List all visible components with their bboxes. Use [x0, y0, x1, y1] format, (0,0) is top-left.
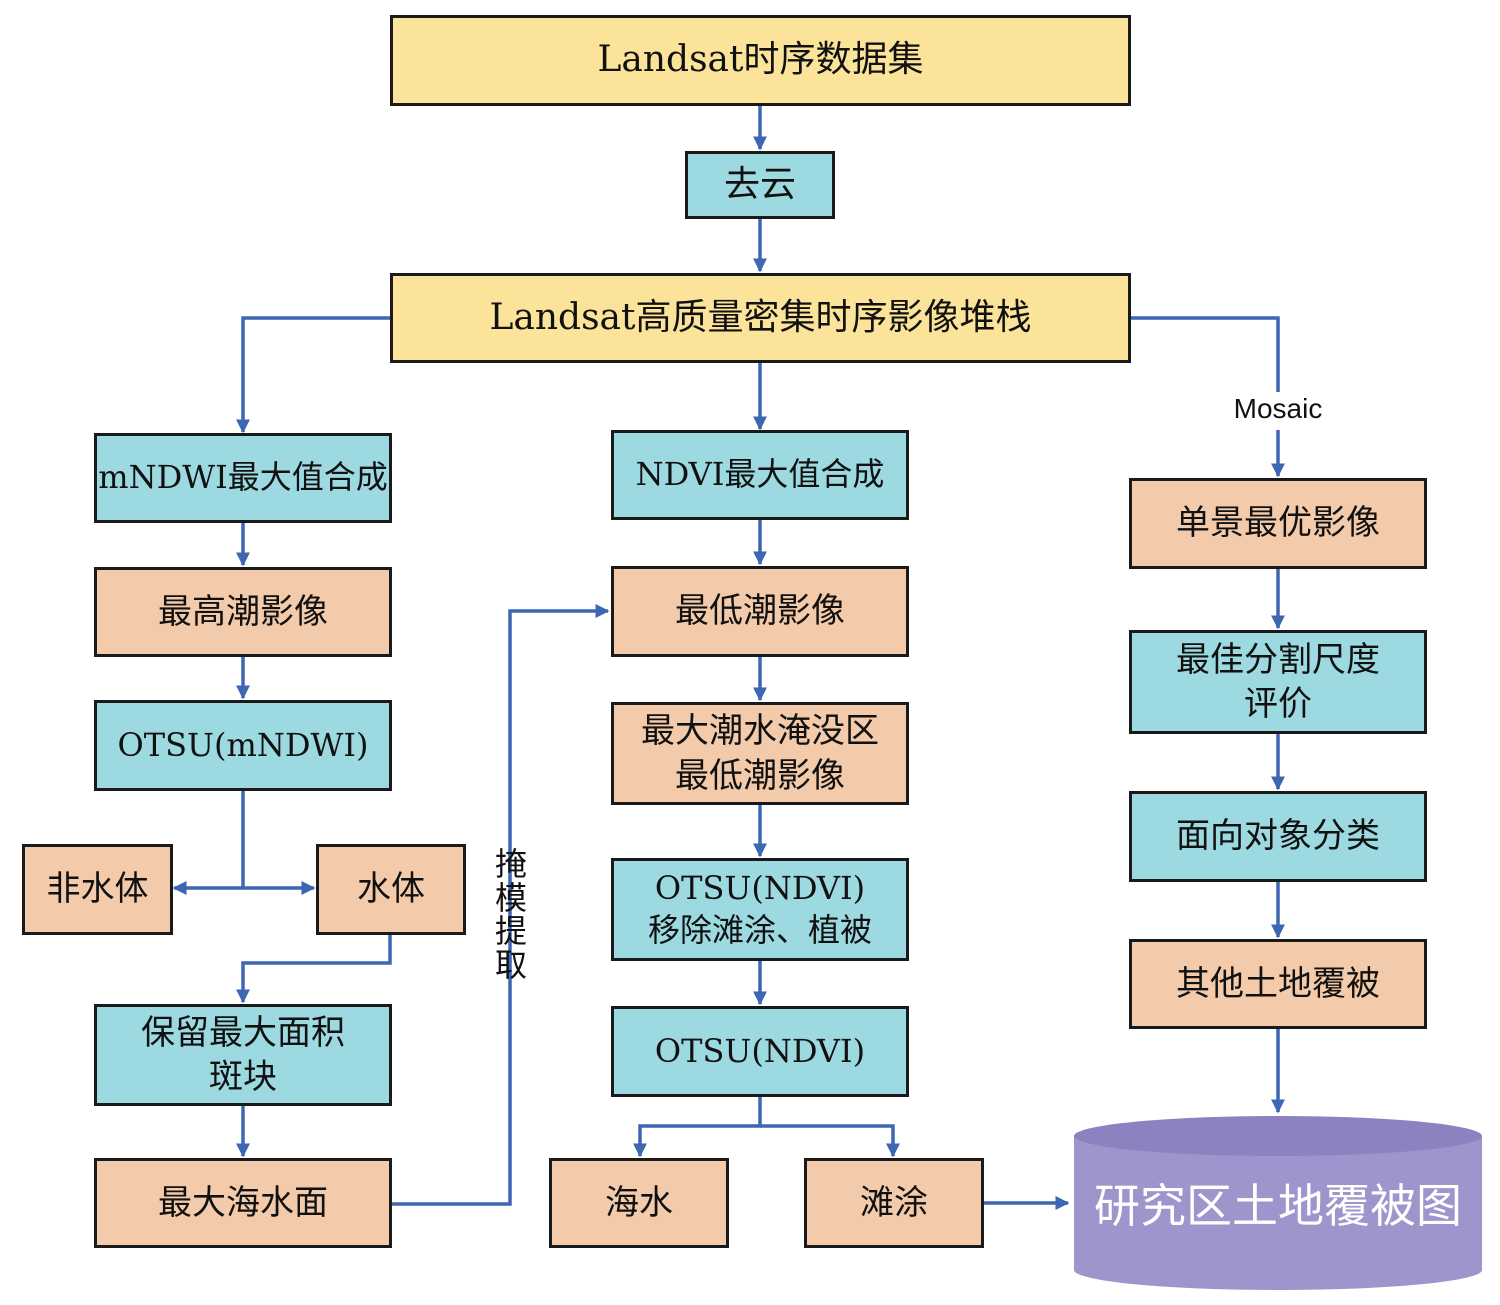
node-otsu-ndvi-remove: OTSU(NDVI) 移除滩涂、植被 [611, 858, 909, 961]
node-label: OTSU(mNDWI) [117, 725, 369, 764]
node-label: NDVI最大值合成 [635, 455, 885, 494]
node-label: 其他土地覆被 [1176, 963, 1380, 1004]
node-label-line2: 斑块 [209, 1057, 277, 1097]
node-label-line1: 保留最大面积 [141, 1012, 345, 1053]
node-seawater: 海水 [549, 1158, 729, 1248]
node-landsat-timeseries: Landsat时序数据集 [390, 15, 1131, 106]
node-low-tide: 最低潮影像 [611, 566, 909, 657]
node-study-area-landcover-map: 研究区土地覆被图 [1074, 1158, 1482, 1248]
node-ndvi-max: NDVI最大值合成 [611, 430, 909, 520]
node-otsu-mndwi: OTSU(mNDWI) [94, 700, 392, 791]
node-label-line2: 移除滩涂、植被 [647, 910, 872, 949]
node-best-single-image: 单景最优影像 [1129, 478, 1427, 569]
node-label: 水体 [357, 869, 425, 910]
node-label: 最高潮影像 [158, 591, 328, 632]
arrow-stack-to-best-single [1130, 316, 1280, 392]
node-non-water: 非水体 [22, 844, 173, 935]
node-label-line2: 最低潮影像 [675, 755, 845, 796]
node-segmentation-eval: 最佳分割尺度 评价 [1129, 630, 1427, 734]
node-label: 海水 [605, 1182, 673, 1223]
arrow-to-tidal-flat [760, 1124, 900, 1158]
node-label: OTSU(NDVI) [654, 1031, 866, 1070]
node-max-inundation: 最大潮水淹没区 最低潮影像 [611, 702, 909, 805]
label-mask-extract: 掩模提取 [494, 845, 527, 984]
arrow-otsu-split-bottom [633, 1096, 762, 1158]
node-label-line1: 最大潮水淹没区 [641, 711, 879, 752]
node-label: 最大海水面 [158, 1182, 328, 1223]
arrow-water-to-keep [236, 934, 392, 1004]
node-label: mNDWI最大值合成 [98, 458, 388, 497]
node-label: 最低潮影像 [675, 591, 845, 632]
node-cloud-removal: 去云 [685, 151, 835, 219]
node-label: 研究区土地覆被图 [1094, 1179, 1462, 1233]
node-label: 面向对象分类 [1176, 816, 1380, 857]
node-image-stack: Landsat高质量密集时序影像堆栈 [390, 273, 1131, 363]
node-label: Landsat时序数据集 [597, 39, 924, 81]
arrow-stack-to-mndwi [236, 316, 391, 434]
node-other-land-cover: 其他土地覆被 [1129, 939, 1427, 1029]
node-label-line2: 评价 [1244, 684, 1312, 724]
node-high-tide: 最高潮影像 [94, 567, 392, 657]
node-label: Landsat高质量密集时序影像堆栈 [489, 296, 1032, 338]
node-water: 水体 [316, 844, 466, 935]
node-tidal-flat: 滩涂 [804, 1158, 984, 1248]
node-label-line1: 最佳分割尺度 [1176, 639, 1380, 680]
node-label: 去云 [723, 163, 796, 205]
database-cylinder [1074, 1116, 1482, 1290]
node-max-sea-surface: 最大海水面 [94, 1158, 392, 1248]
node-object-based-classification: 面向对象分类 [1129, 791, 1427, 882]
node-keep-max-patch: 保留最大面积 斑块 [94, 1004, 392, 1106]
node-label: 滩涂 [860, 1182, 928, 1223]
node-mndwi-max: mNDWI最大值合成 [94, 433, 392, 523]
node-label-line1: OTSU(NDVI) [654, 868, 866, 907]
arrow-mask-extract [391, 604, 610, 1206]
node-otsu-ndvi: OTSU(NDVI) [611, 1006, 909, 1097]
label-mosaic: Mosaic [1228, 393, 1328, 425]
node-label: 单景最优影像 [1176, 503, 1380, 544]
node-label: 非水体 [46, 869, 149, 910]
